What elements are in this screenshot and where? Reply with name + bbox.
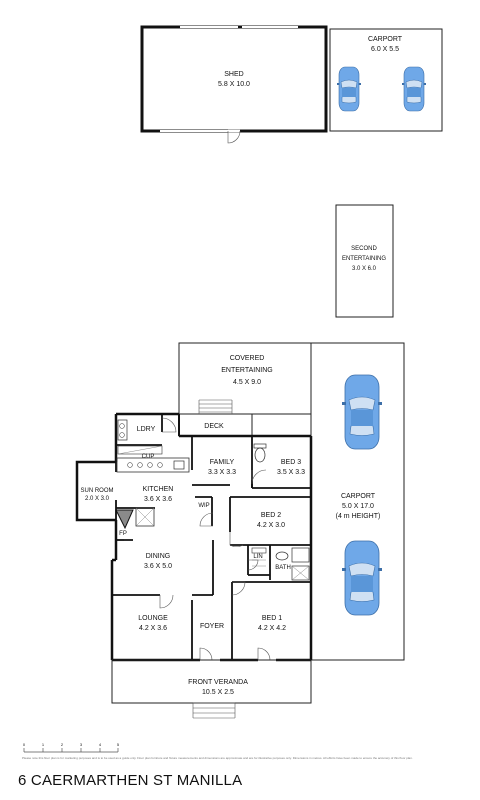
scale-tick-2: 2 xyxy=(61,742,64,747)
sun-room-label: SUN ROOM xyxy=(81,488,114,494)
lounge-dims: 4.2 X 3.6 xyxy=(139,625,167,632)
bath-fixtures xyxy=(251,547,310,581)
covered-entertaining-label-1: COVERED xyxy=(230,355,265,362)
property-address: 6 CAERMARTHEN ST MANILLA xyxy=(18,772,243,789)
lin-label: LIN xyxy=(253,554,262,560)
disclaimer-text: Please note this floor plan is for marke… xyxy=(22,756,413,760)
scale-bar xyxy=(23,748,119,753)
carport-main-label: CARPORT xyxy=(341,493,376,500)
bed3-dims: 3.5 X 3.3 xyxy=(277,469,305,476)
bed2-label: BED 2 xyxy=(261,512,281,519)
fp-label: FP xyxy=(119,531,127,537)
scale-tick-3: 3 xyxy=(80,742,83,747)
dining-label: DINING xyxy=(146,553,171,560)
carport-top-label: CARPORT xyxy=(368,36,403,43)
scale-tick-0: 0 xyxy=(23,742,26,747)
doors xyxy=(159,417,271,661)
cup-label: CUP xyxy=(142,454,155,460)
carport-top xyxy=(329,28,443,132)
wip-label: WIP xyxy=(198,503,209,509)
deck xyxy=(178,399,253,437)
car-icon xyxy=(401,66,427,112)
scale-tick-4: 4 xyxy=(99,742,102,747)
car-icon xyxy=(336,66,362,112)
shed-label: SHED xyxy=(224,71,243,78)
deck-label: DECK xyxy=(204,423,224,430)
second-entertaining-label-2: ENTERTAINING xyxy=(342,256,386,262)
front-veranda-label: FRONT VERANDA xyxy=(188,679,248,686)
foyer-label: FOYER xyxy=(200,623,224,630)
kitchen-benches xyxy=(116,457,190,527)
second-entertaining-dims: 3.0 X 6.0 xyxy=(352,266,377,272)
scale-tick-1: 1 xyxy=(42,742,45,747)
front-veranda-dims: 10.5 X 2.5 xyxy=(202,689,234,696)
family-label: FAMILY xyxy=(210,459,235,466)
laundry-fixtures xyxy=(117,419,128,441)
ldry-label: LDRY xyxy=(137,426,156,433)
fireplace-icon xyxy=(115,509,134,541)
bed2-dims: 4.2 X 3.0 xyxy=(257,522,285,529)
car-icon xyxy=(341,540,383,616)
second-entertaining xyxy=(335,204,394,318)
lounge-label: LOUNGE xyxy=(138,615,168,622)
bed1-dims: 4.2 X 4.2 xyxy=(258,625,286,632)
kitchen-label: KITCHEN xyxy=(143,486,174,493)
carport-main-dims: 5.0 X 17.0 xyxy=(342,503,374,510)
shed xyxy=(140,25,328,144)
bed3-label: BED 3 xyxy=(281,459,301,466)
shed-dims: 5.8 X 10.0 xyxy=(218,81,250,88)
covered-entertaining-label-2: ENTERTAINING xyxy=(221,367,272,374)
cupboard xyxy=(117,445,163,455)
house-walls xyxy=(75,412,313,662)
front-veranda xyxy=(111,659,312,719)
carport-main-note: (4 m HEIGHT) xyxy=(336,513,381,520)
bath-label: BATH xyxy=(275,565,291,571)
carport-main xyxy=(310,342,405,661)
second-entertaining-label-1: SECOND xyxy=(351,246,377,252)
kitchen-dims: 3.6 X 3.6 xyxy=(144,496,172,503)
bed1-label: BED 1 xyxy=(262,615,282,622)
scale-tick-5: 5 xyxy=(117,742,120,747)
dining-dims: 3.6 X 5.0 xyxy=(144,563,172,570)
covered-entertaining-dims: 4.5 X 9.0 xyxy=(233,379,261,386)
family-dims: 3.3 X 3.3 xyxy=(208,469,236,476)
sun-room-dims: 2.0 X 3.0 xyxy=(85,496,110,502)
car-icon xyxy=(341,374,383,450)
toilet-icon xyxy=(253,443,267,463)
carport-top-dims: 6.0 X 5.5 xyxy=(371,46,399,53)
